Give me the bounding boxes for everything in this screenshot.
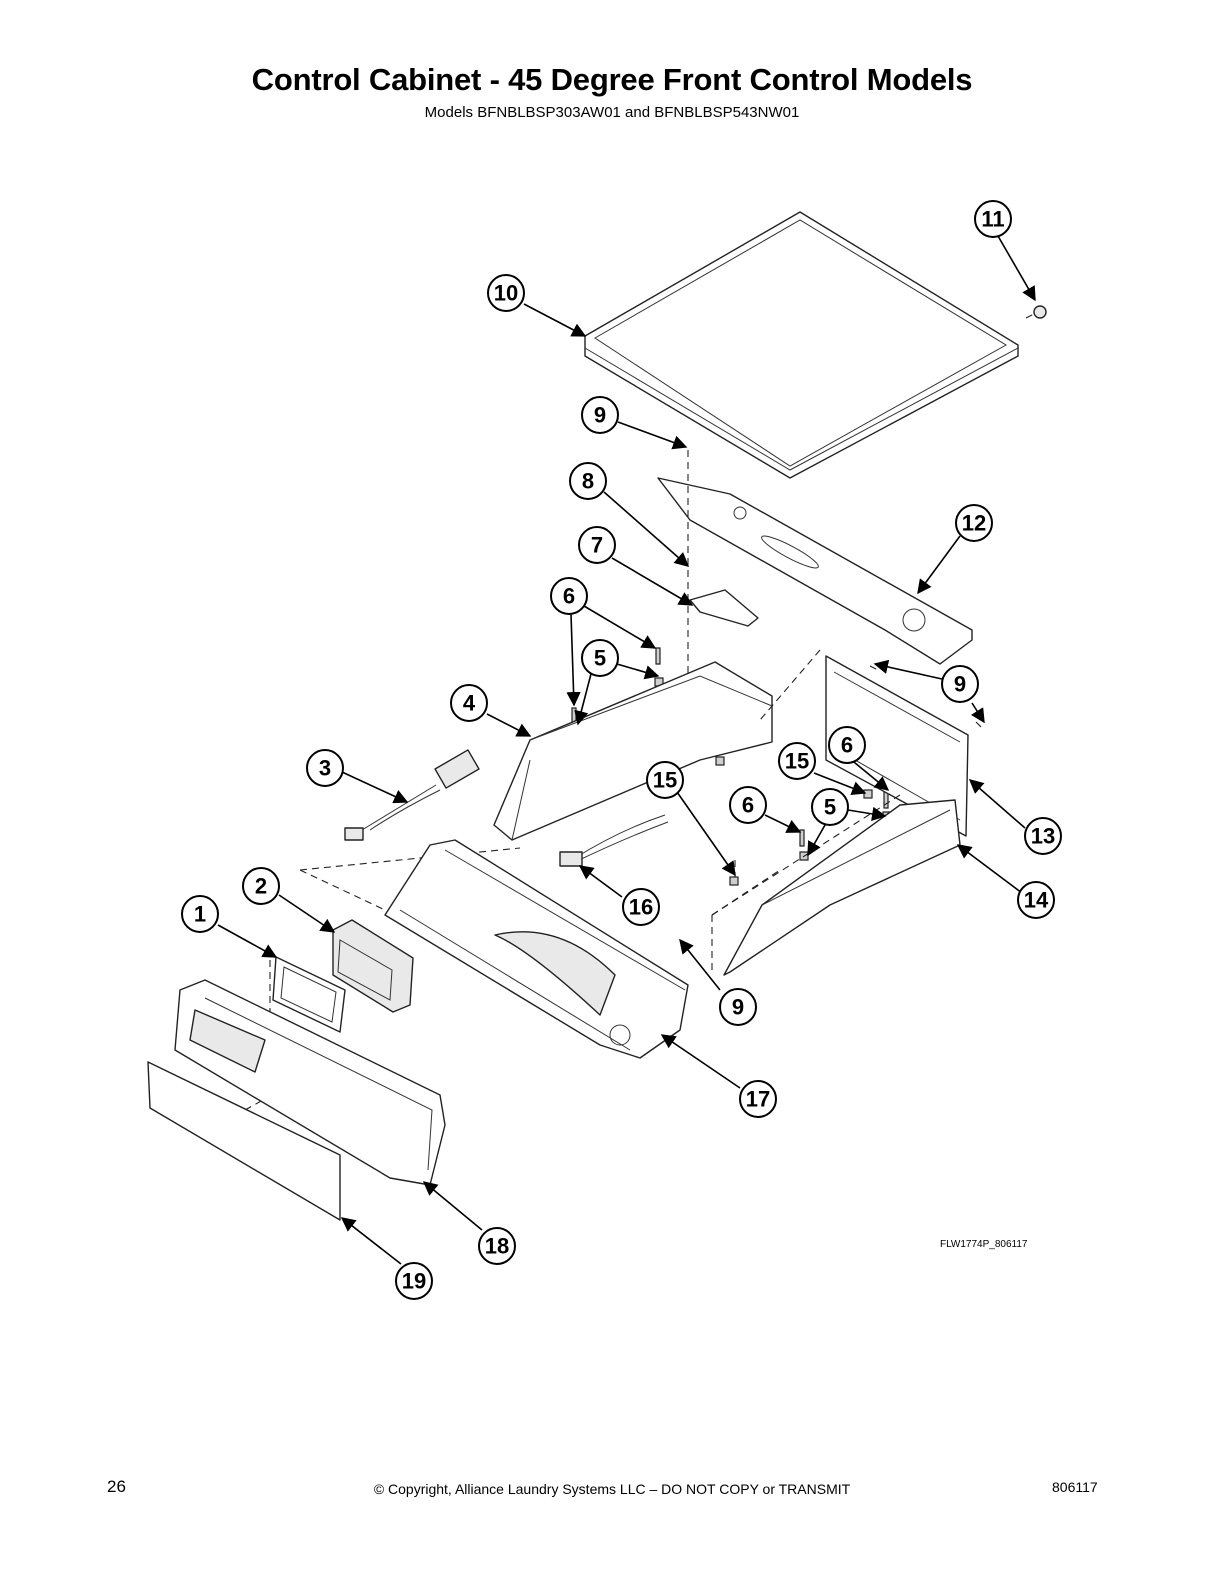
- copyright-notice: © Copyright, Alliance Laundry Systems LL…: [373, 1481, 851, 1497]
- callout-8: 8: [569, 462, 607, 500]
- callout-17: 17: [739, 1080, 777, 1118]
- svg-text:14: 14: [1024, 888, 1049, 913]
- svg-text:3: 3: [319, 756, 331, 781]
- console-housing-part: [174, 979, 446, 1186]
- svg-text:9: 9: [594, 403, 606, 428]
- svg-text:17: 17: [746, 1087, 770, 1112]
- electronic-control-part: [332, 919, 414, 1013]
- callout-4: 4: [450, 684, 488, 722]
- top-cover-part: [584, 211, 1019, 479]
- svg-text:6: 6: [742, 793, 754, 818]
- cover-screw-part: [1025, 305, 1047, 319]
- document-number: 806117: [1052, 1479, 1098, 1495]
- display-harness-part: [344, 749, 480, 841]
- callout-6-left: 6: [550, 577, 588, 615]
- bezel-gasket-part: [272, 956, 346, 1033]
- page-subtitle: Models BFNBLBSP303AW01 and BFNBLBSP543NW…: [424, 104, 800, 121]
- svg-text:18: 18: [485, 1234, 509, 1259]
- svg-text:6: 6: [563, 584, 575, 609]
- callout-13: 13: [1024, 817, 1062, 855]
- page-number: 26: [107, 1477, 126, 1496]
- callout-1: 1: [181, 895, 219, 933]
- svg-text:9: 9: [954, 672, 966, 697]
- svg-text:13: 13: [1031, 824, 1055, 849]
- callout-9-right: 9: [941, 665, 979, 703]
- svg-text:11: 11: [981, 207, 1004, 232]
- svg-text:4: 4: [463, 691, 476, 716]
- svg-text:7: 7: [591, 533, 603, 558]
- svg-text:5: 5: [824, 795, 836, 820]
- page-title: Control Cabinet - 45 Degree Front Contro…: [251, 62, 973, 97]
- right-side-panel-part: [711, 794, 961, 976]
- left-side-panel-part: [493, 661, 773, 841]
- drawing-code: FLW1774P_806117: [940, 1239, 1028, 1250]
- svg-text:16: 16: [629, 895, 653, 920]
- svg-text:9: 9: [732, 995, 744, 1020]
- svg-text:6: 6: [841, 733, 853, 758]
- console-base-part: [384, 839, 689, 1059]
- svg-text:10: 10: [494, 281, 518, 306]
- svg-text:1: 1: [194, 902, 206, 927]
- callout-9-bottom: 9: [719, 988, 757, 1026]
- callout-6-right: 6: [828, 726, 866, 764]
- callout-9-top: 9: [581, 396, 619, 434]
- svg-text:15: 15: [785, 749, 809, 774]
- svg-text:12: 12: [962, 511, 986, 536]
- wiring-harness-part: [559, 814, 669, 867]
- callout-15-left: 15: [646, 761, 684, 799]
- callout-18: 18: [478, 1227, 516, 1265]
- callout-5-right: 5: [811, 788, 849, 826]
- callout-12: 12: [955, 504, 993, 542]
- svg-text:15: 15: [653, 768, 677, 793]
- callout-15-right: 15: [778, 742, 816, 780]
- callout-10: 10: [487, 274, 525, 312]
- leader-lines: [217, 235, 1036, 1265]
- callout-14: 14: [1017, 881, 1055, 919]
- callout-3: 3: [306, 749, 344, 787]
- svg-text:2: 2: [255, 874, 267, 899]
- svg-text:8: 8: [582, 469, 594, 494]
- control-overlay-part: [147, 1061, 341, 1221]
- svg-text:5: 5: [594, 646, 606, 671]
- rear-bracket-part: [657, 450, 973, 715]
- svg-text:19: 19: [402, 1269, 426, 1294]
- callout-16: 16: [622, 888, 660, 926]
- callout-5-left: 5: [581, 639, 619, 677]
- callout-6-center: 6: [729, 786, 767, 824]
- callout-7: 7: [578, 526, 616, 564]
- small-bracket-part: [689, 589, 759, 627]
- callout-19: 19: [395, 1262, 433, 1300]
- callout-2: 2: [242, 867, 280, 905]
- callout-11: 11: [974, 200, 1012, 238]
